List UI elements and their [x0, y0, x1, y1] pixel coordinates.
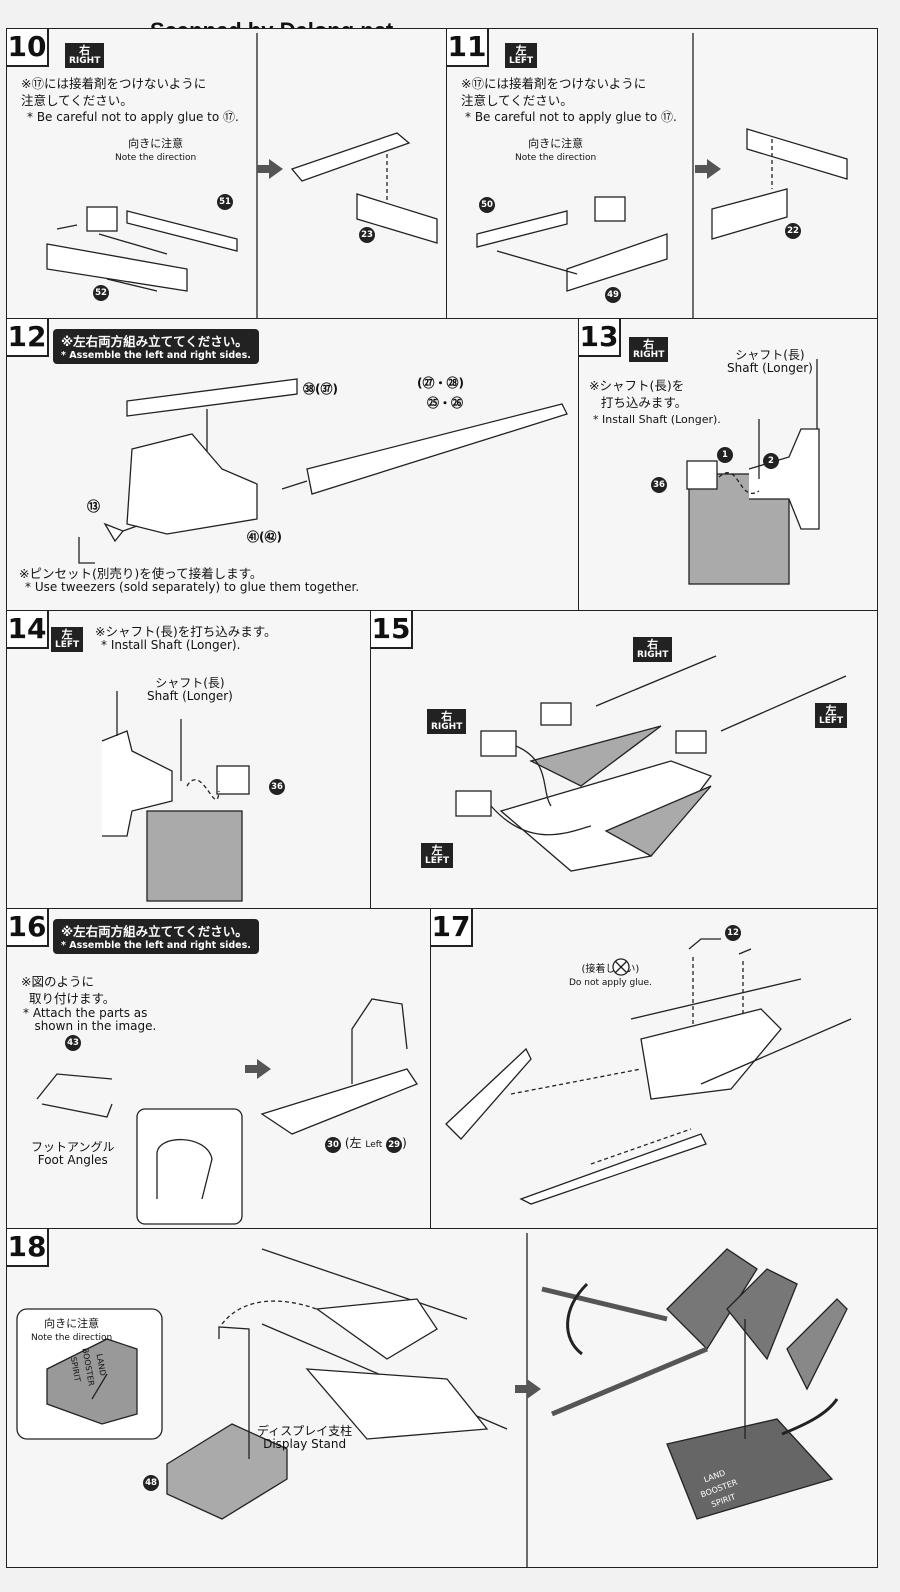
step-18-illustration	[16, 1233, 848, 1567]
note-japanese: ※シャフト(長)を 打ち込みます。	[589, 378, 688, 410]
tweezers-note-japanese: ※ピンセット(別売り)を使って接着します。	[19, 566, 263, 581]
shaft-label: シャフト(長)Shaft (Longer)	[147, 676, 233, 703]
step-16-panel: 16 ※左右両方組み立ててください。* Assemble the left an…	[6, 908, 432, 1230]
step-number: 16	[7, 909, 49, 947]
part-22: 22	[785, 223, 801, 239]
tweezers-note-english: * Use tweezers (sold separately) to glue…	[25, 580, 360, 594]
part-12: 12	[725, 925, 741, 941]
note-japanese: ※シャフト(長)を打ち込みます。	[95, 624, 277, 639]
part-48: 48	[143, 1475, 159, 1491]
part-36: 36	[269, 779, 285, 795]
part-41-label: ㊶(㊷)	[247, 530, 282, 544]
next-arrow	[245, 1059, 271, 1079]
part-30-29-label: 30 (左 Left 29)	[325, 1137, 407, 1153]
no-glue-note: (接着しない)Do not apply glue.	[569, 964, 652, 988]
step-14-illustration	[101, 691, 250, 902]
part-51: 51	[217, 194, 233, 210]
step-number: 10	[7, 29, 49, 67]
note-english: * Install Shaft (Longer).	[593, 413, 721, 426]
step-number: 17	[431, 909, 473, 947]
note-japanese: ※図のように 取り付けます。	[21, 974, 116, 1006]
part-13-label: ⑬	[87, 500, 101, 515]
shaft-label: シャフト(長)Shaft (Longer)	[727, 348, 813, 375]
note-english: * Attach the parts as shown in the image…	[23, 1006, 157, 1033]
assemble-both-sides-caption: ※左右両方組み立ててください。* Assemble the left and r…	[53, 329, 259, 364]
part-43: 43	[65, 1035, 81, 1051]
part-23: 23	[359, 227, 375, 243]
step-12-illustration	[78, 378, 568, 564]
next-arrow	[257, 159, 283, 179]
step-marker-2: 2	[763, 453, 779, 469]
note-japanese: ※⑰には接着剤をつけないように注意してください。	[21, 76, 207, 108]
note-english: * Be careful not to apply glue to ⑰.	[465, 110, 677, 124]
note-english: * Be careful not to apply glue to ⑰.	[27, 110, 239, 124]
step-13-illustration	[686, 359, 820, 585]
step-number: 14	[7, 611, 49, 649]
part-49: 49	[605, 287, 621, 303]
step-15-illustration	[455, 655, 847, 872]
step-16-illustration	[36, 998, 418, 1225]
step-number: 15	[371, 611, 413, 649]
note-japanese: ※⑰には接着剤をつけないように注意してください。	[461, 76, 647, 108]
assemble-both-sides-caption: ※左右両方組み立ててください。* Assemble the left and r…	[53, 919, 259, 954]
next-arrow	[695, 159, 721, 179]
part-50: 50	[479, 197, 495, 213]
step-17-panel: 17 12 (接着しない)Do not apply glue.	[430, 908, 878, 1230]
step-number: 12	[7, 319, 49, 357]
note-english: * Install Shaft (Longer).	[101, 638, 241, 652]
part-25-label: ㉕・㉖	[427, 396, 464, 410]
part-52: 52	[93, 285, 109, 301]
step-marker-1: 1	[717, 447, 733, 463]
part-27-label: (㉗・㉘)	[417, 376, 464, 390]
step-11-illustration	[476, 33, 848, 319]
step-number: 13	[579, 319, 621, 357]
step-10-illustration	[46, 33, 438, 319]
next-arrow	[515, 1379, 541, 1399]
step-number: 18	[7, 1229, 49, 1267]
part-36: 36	[651, 477, 667, 493]
step-12-panel: 12 ※左右両方組み立ててください。* Assemble the left an…	[6, 318, 580, 612]
step-17-illustration	[445, 938, 852, 1205]
base-marking: LAND BOOSTER SPIRIT	[68, 1347, 108, 1387]
part-38-label: ㊳(㊲)	[303, 382, 338, 396]
step-number: 11	[447, 29, 489, 67]
